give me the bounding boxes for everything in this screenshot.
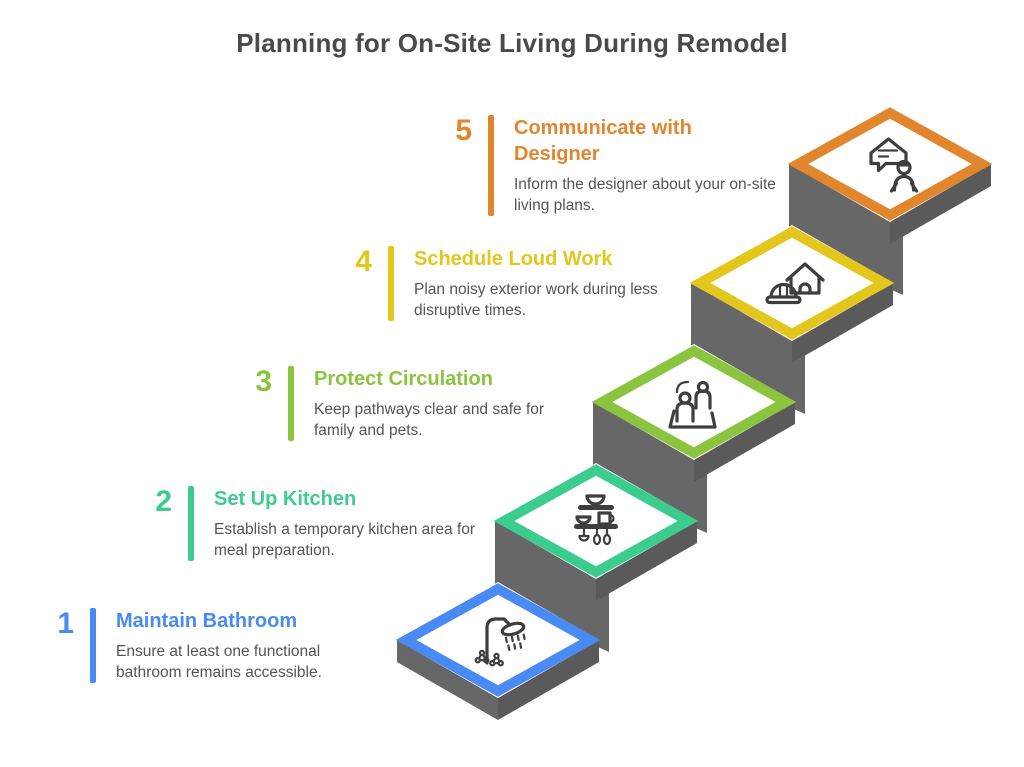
step-title: Protect Circulation (314, 368, 493, 390)
step-block-4 (689, 225, 895, 414)
accent-bar (288, 366, 294, 441)
step-item-1: 1 Maintain Bathroom Ensure at least one … (34, 608, 378, 683)
accent-bar (188, 486, 194, 561)
step-number: 5 (455, 114, 472, 147)
step-title: Communicate with Designer (514, 117, 692, 165)
page-title: Planning for On-Site Living During Remod… (236, 28, 788, 58)
step-5-side-face (890, 164, 991, 244)
step-1-right-face (498, 640, 599, 720)
step-description: Inform the designer about your on-site l… (514, 176, 776, 214)
step-block-5 (787, 106, 993, 295)
accent-bar (388, 246, 394, 321)
shower-icon (474, 617, 526, 667)
step-2-diamond (493, 464, 699, 578)
step-block-2 (493, 463, 699, 652)
step-description: Plan noisy exterior work during less dis… (414, 281, 658, 319)
step-3-side-face (694, 402, 795, 482)
step-number: 2 (155, 485, 172, 518)
step-number: 4 (355, 245, 372, 278)
step-1-diamond (395, 583, 601, 697)
step-5-riser-face (789, 164, 903, 295)
step-4-riser-face (691, 283, 805, 414)
step-title: Schedule Loud Work (414, 248, 613, 270)
step-number: 3 (255, 365, 272, 398)
step-item-3: 3 Protect Circulation Keep pathways clea… (232, 366, 576, 441)
step-title: Maintain Bathroom (116, 610, 298, 632)
family-walkway-icon (668, 380, 717, 429)
kitchen-shelf-icon (574, 494, 618, 546)
step-item-4: 4 Schedule Loud Work Plan noisy exterior… (332, 246, 676, 321)
step-description: Ensure at least one functional bathroom … (116, 643, 322, 681)
step-title: Set Up Kitchen (214, 488, 357, 510)
step-4-side-face (792, 283, 893, 363)
step-3-riser-face (593, 402, 707, 533)
step-block-3 (591, 344, 797, 533)
house-hardhat-icon (765, 262, 825, 305)
step-number: 1 (57, 607, 74, 640)
step-1-left-face (397, 640, 498, 720)
step-2-side-face (596, 521, 697, 601)
step-item-5: 5 Communicate with Designer Inform the d… (432, 115, 776, 216)
step-description: Keep pathways clear and safe for family … (314, 401, 545, 439)
house-chat-person-icon (869, 137, 919, 193)
step-3-diamond (591, 345, 797, 459)
step-block-1 (395, 582, 601, 720)
accent-bar (90, 608, 96, 683)
step-description: Establish a temporary kitchen area for m… (214, 521, 476, 559)
step-item-2: 2 Set Up Kitchen Establish a temporary k… (132, 486, 476, 561)
accent-bar (488, 115, 494, 216)
step-2-riser-face (495, 521, 609, 652)
